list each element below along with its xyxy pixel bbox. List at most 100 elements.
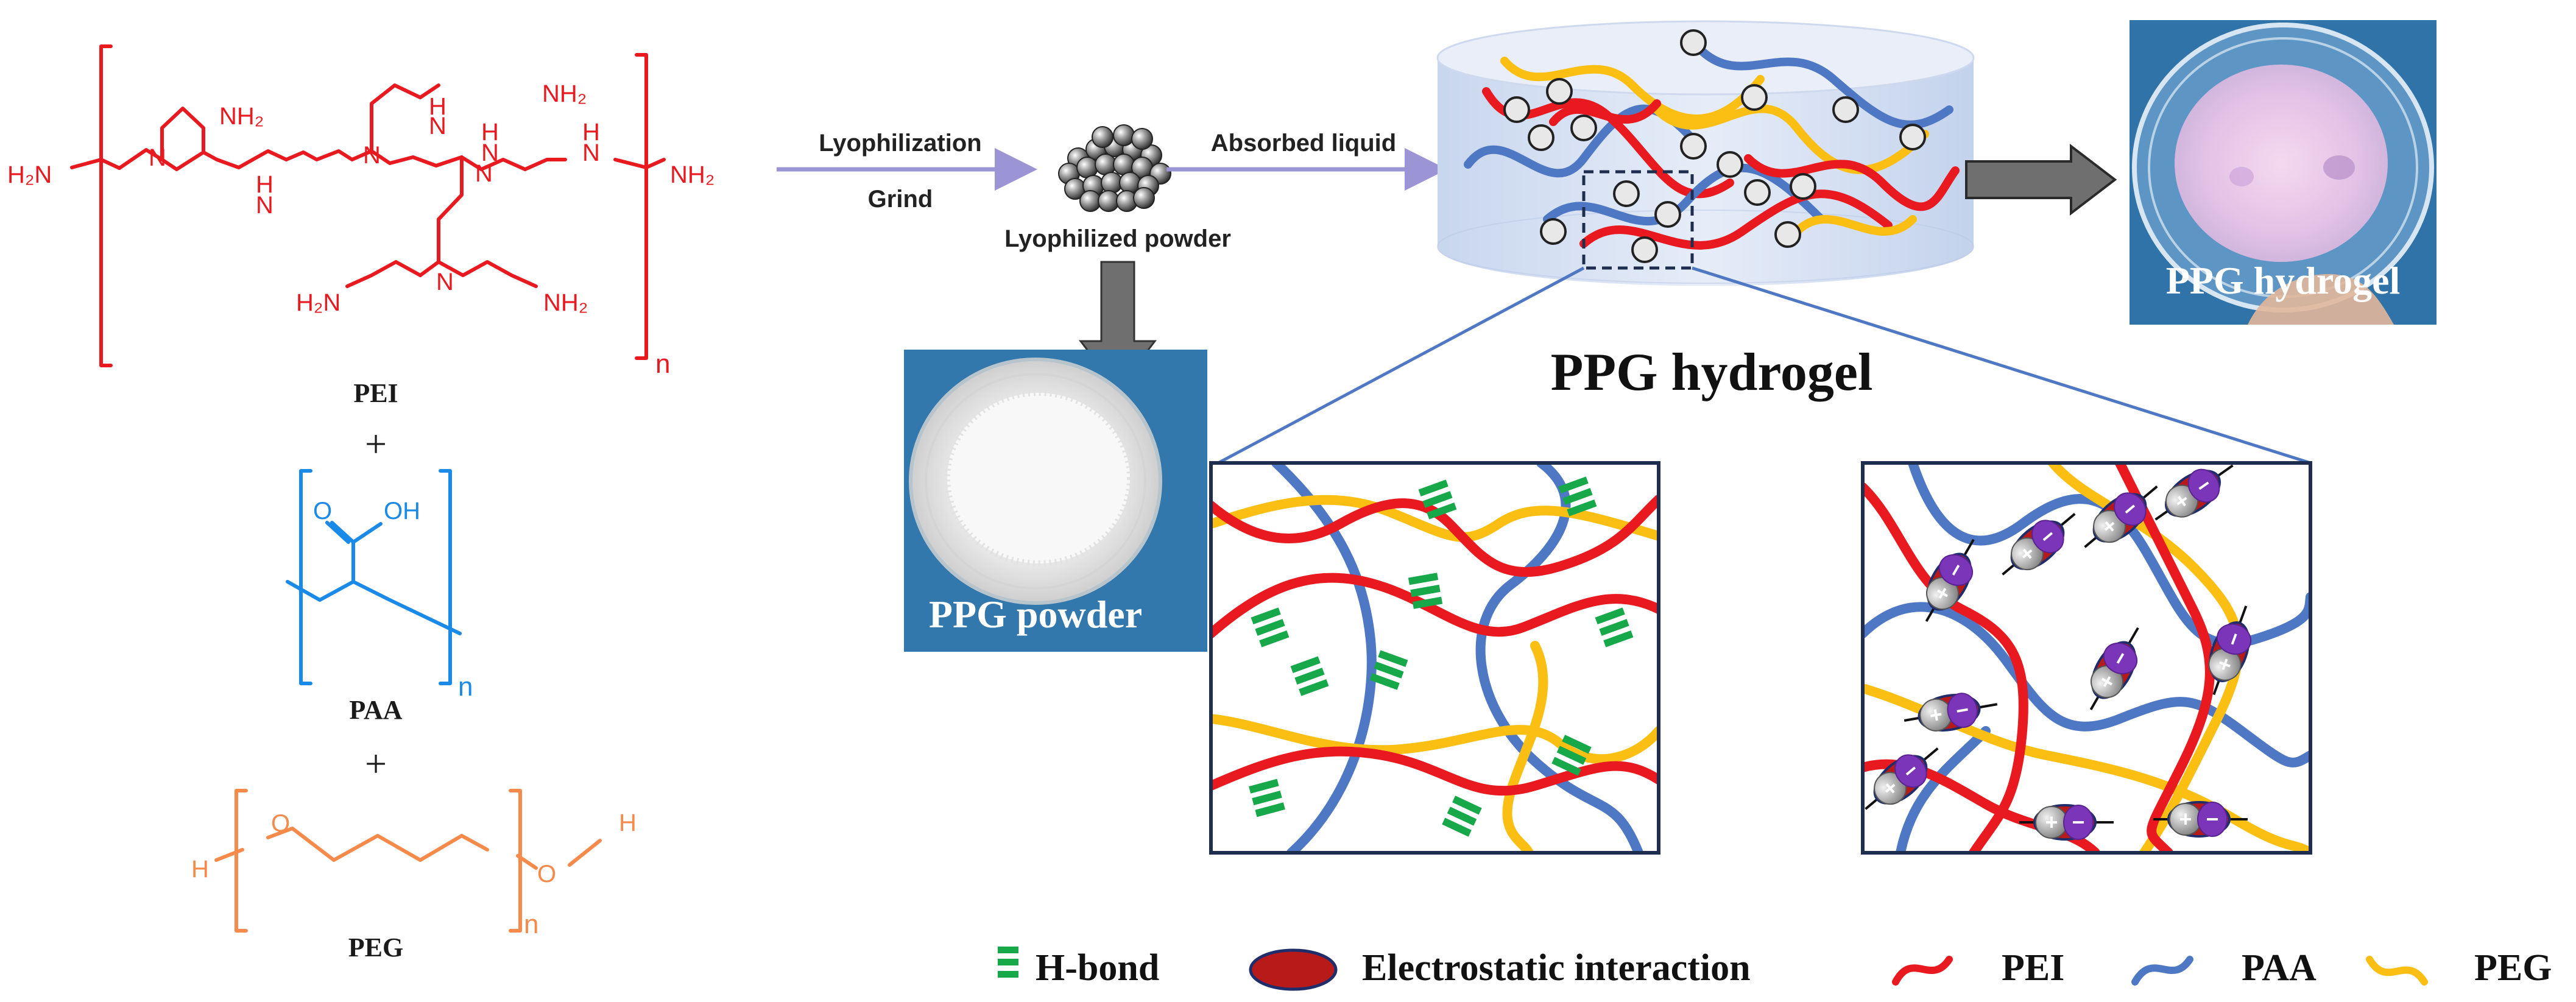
powder-particle [1079, 190, 1101, 212]
cyl-pei-chain-3 [1744, 154, 1960, 211]
ppg-hydrogel-photo: PPG hydrogel [2130, 20, 2437, 325]
electrostatic-ion-pair: +− [2019, 804, 2114, 841]
p1-peg-chain-3 [1502, 641, 1548, 851]
electrostatic-ion-pair: +− [1925, 538, 1975, 622]
zoom-box [1582, 170, 1694, 270]
peg-subscript-n: n [524, 909, 538, 939]
peg-caption: PEG [348, 933, 403, 962]
powder-particle [1113, 124, 1135, 146]
negative-charge-label: − [2072, 810, 2084, 834]
p1-peg-chain-1 [1213, 495, 1657, 542]
hbond-marker [1408, 573, 1443, 609]
peg-o-left: O [271, 810, 290, 837]
powder-particle [1131, 128, 1153, 150]
pei-atom-labels: H₂N NH₂ NH₂ NH₂ H₂N NH₂ N N N N H N H N … [7, 80, 715, 379]
electrostatic-network-panel: +−+−+−+−+−+−+−+−+−+− [1861, 461, 2312, 855]
pei-nh2-top-a: NH₂ [219, 103, 264, 130]
hbond-marker [1290, 656, 1329, 696]
pei-h-3: H [582, 119, 600, 146]
electrostatic-ion-pair: +− [2084, 485, 2158, 548]
negative-charge-label: − [2206, 806, 2218, 831]
pei-n-top: N [429, 113, 446, 139]
p2-paa-chain-2 [1865, 602, 2309, 767]
p1-paa-chain-2 [1475, 465, 1643, 851]
paa-atom-labels: O OH n [313, 498, 473, 702]
peg-structure [214, 789, 602, 933]
cyl-peg-chain-3 [1793, 215, 1917, 236]
zoom-line-right [1692, 266, 2311, 465]
legend-hbond-icon [998, 947, 1018, 978]
ppg-powder-photo: PPG powder [904, 350, 1207, 652]
pei-caption: PEI [353, 378, 398, 408]
lyophilized-powder-label: Lyophilized powder [1004, 225, 1231, 252]
powder-particle [1092, 126, 1113, 148]
peg-atom-labels: H O O H n [191, 810, 637, 939]
pei-nh2-top-b: NH₂ [542, 80, 587, 107]
cyl-paa-chain-2 [1543, 163, 1826, 225]
powder-particle [1133, 187, 1155, 209]
hbond-marker [1251, 607, 1290, 647]
pei-h-top: H [429, 93, 446, 120]
powder-particle [1098, 190, 1120, 212]
pei-n-c: N [475, 160, 493, 187]
electrostatic-ion-pair: +− [2153, 801, 2248, 838]
p1-pei-chain-1 [1213, 495, 1657, 577]
ppg-hydrogel-title: PPG hydrogel [1551, 343, 1873, 402]
grind-label: Grind [868, 186, 933, 213]
legend-paa-icon [2131, 956, 2193, 986]
paa-caption: PAA [349, 695, 402, 725]
hydrogel-cylinder [1436, 20, 1975, 286]
powder-particle [1101, 172, 1123, 194]
pei-n-d: N [436, 269, 454, 295]
hbond-marker [1369, 650, 1408, 690]
p1-paa-chain-1 [1271, 465, 1377, 851]
pei-n-a: N [149, 144, 166, 171]
pei-n-b: N [363, 142, 381, 169]
pei-nh2-bottom-a: H₂N [296, 289, 341, 316]
paa-subscript-n: n [458, 672, 473, 702]
hbond-network-panel [1209, 461, 1660, 855]
pei-nh2-right: NH₂ [670, 161, 715, 188]
hbond-marker [1558, 476, 1597, 517]
legend-pei-icon [1892, 956, 1953, 986]
paa-structure [286, 469, 462, 685]
pei-subscript-n: n [655, 349, 670, 379]
legend-peg-icon [2366, 956, 2428, 986]
p2-paa-chain-3 [1896, 726, 1991, 851]
legend-paa-label: PAA [2242, 947, 2317, 989]
pei-nh2-left: H₂N [7, 161, 52, 188]
absorbed-liquid-label: Absorbed liquid [1211, 130, 1396, 157]
pei-n-3: N [582, 139, 600, 166]
powder-particle [1113, 153, 1135, 175]
hbond-marker [1418, 479, 1457, 520]
hbond-marker [1551, 735, 1592, 776]
legend: H-bond Electrostatic interaction PEI PAA… [998, 947, 2552, 991]
ppg-powder-caption: PPG powder [929, 593, 1142, 636]
p1-pei-chain-3 [1213, 746, 1657, 796]
plus-sign-2: + [365, 742, 387, 785]
paa-oh-label: OH [384, 498, 420, 524]
pei-structure [70, 44, 666, 367]
pei-n-2: N [481, 139, 499, 166]
right-arrow-to-hydrogel-photo [1965, 143, 2117, 216]
electrostatic-ion-pair: +− [1904, 693, 1998, 732]
legend-electrostatic-label: Electrostatic interaction [1362, 947, 1751, 989]
electrostatic-ion-pair: +− [2002, 513, 2076, 576]
electrostatic-ion-pair: +− [1865, 747, 1939, 810]
electrostatic-ion-pair: +− [2089, 627, 2139, 710]
positive-charge-label: + [2179, 806, 2192, 831]
peg-o-right: O [537, 861, 556, 887]
pei-h-2: H [481, 119, 499, 146]
legend-pei-label: PEI [2002, 947, 2064, 989]
powder-particle [1095, 153, 1117, 175]
zoom-line-left [1217, 266, 1585, 465]
plus-sign-1: + [365, 422, 387, 465]
cyl-peg-chain-2 [1653, 104, 1929, 174]
electrostatic-ion-pair: +− [2208, 605, 2252, 696]
peg-h-left: H [191, 856, 209, 883]
hbond-marker [1595, 607, 1634, 647]
pei-h-1: H [256, 171, 273, 198]
p1-peg-chain-2 [1213, 714, 1657, 764]
lyophilization-label: Lyophilization [819, 130, 981, 157]
